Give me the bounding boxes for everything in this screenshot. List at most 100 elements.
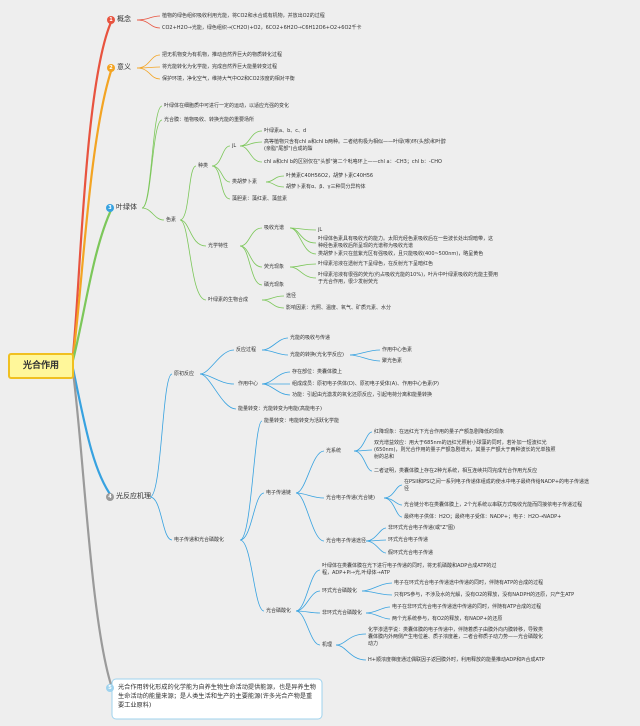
n3-link	[141, 105, 163, 209]
chemiosmotic-2: 囊体膜内外两侧产生电位差、质子浓度差，二者合称质子动力势——光合磷酸化	[368, 634, 544, 640]
chemiosmotic-1: 化学渗透学说：类囊体膜的电子传递中，伴随着质子由膜外向内膜转移，导致类	[368, 627, 544, 633]
n3-link	[261, 295, 285, 301]
node-jl: jL	[232, 143, 237, 149]
chlorophyll-difference: chl a和chl b的区别仅在"头部"第二个吡咯环上——chl a：-CH3；…	[264, 159, 442, 165]
n4-link	[349, 349, 381, 356]
energy-change-2: 能量转变：电能转变为活跃化学能	[264, 418, 340, 424]
chain-donor-acceptor: 最终电子供体：H2O；最终电子受体：NADP+；电子：H2O→NADP+	[404, 514, 562, 520]
branch-5-line	[70, 362, 114, 690]
absorption-description: 叶绿体色素具有吸收光的能力。太阳光经色素吸收后在一些波长处出现暗带，这	[318, 236, 494, 242]
n4-link	[199, 373, 237, 410]
node-carotenoids: 类胡萝卜素	[232, 179, 258, 185]
noncyclic-phos-2: 两个光系统参与，有O2的释放，有NADP+的还原	[392, 616, 503, 622]
n4-link	[335, 633, 367, 646]
n4-link	[353, 450, 373, 472]
n4-link	[199, 373, 235, 385]
chlorophyll-structure: 高等植物只含有chl a和chl b两种。二者结构极为相似——叶绿(啉)环(头部…	[264, 139, 446, 145]
n3-link	[179, 219, 207, 247]
n4-link	[261, 337, 289, 351]
node-reaction-process: 反应过程	[236, 347, 257, 353]
branch-3-line	[70, 206, 114, 366]
n3-link	[211, 165, 231, 183]
n1-link	[136, 19, 161, 29]
chemiosmotic-3: 动力	[368, 641, 379, 647]
node-biosynthesis: 叶绿素的生物合成	[208, 297, 249, 303]
node-pigment: 色素	[166, 217, 177, 223]
node-electron-chain: 电子传递链	[266, 490, 292, 496]
biosynthesis-factors: 影响因素：光照、温度、氧气、矿质元素、水分	[286, 305, 392, 311]
chain-definition: 在PSII和PSI之间一系列电子传递体组成的使水中电子最终传给NADP+的电子传…	[404, 479, 590, 485]
chain-distribution: 光合链分布在类囊体膜上，2个光系统以串联方式吸收光能而同接依电子传递过程	[404, 502, 583, 508]
n4-link	[295, 492, 325, 499]
concept-definition: 植物的绿色组织吸收利用光能，将CO2和水合成有机物，并放出O2的过程	[162, 13, 325, 19]
significance-1: 把无机物变为有机物，推动自然界巨大的物质转化过程	[162, 52, 283, 58]
n3-link	[239, 227, 263, 247]
cyclic-phos-2: 只有PS参与，不涉及水的光解，没有O2的释放，没有NADPH的还原，只产生ATP	[394, 592, 575, 598]
n4-link	[383, 497, 403, 518]
chlorophyll-structure-cont: (亲脂"尾部")合成的酯	[264, 146, 313, 152]
node-types: 种类	[198, 163, 209, 169]
light-absorption: 光能的吸收与传递	[290, 335, 331, 341]
n3-link	[141, 119, 163, 209]
n4-link	[239, 539, 265, 612]
noncyclic-transport: 非环式光合电子传递(或"Z"图)	[388, 525, 455, 531]
node-cyclic-phosphorylation: 环式光合磷酸化	[322, 588, 358, 594]
n4-link	[353, 431, 373, 452]
n3-link	[141, 207, 165, 221]
center-members: 组成成员：原初电子供体(D)、原初电子受体(A)、作用中心色素(P)	[292, 381, 439, 387]
n1-link	[136, 15, 161, 21]
pseudocyclic-transport: 假环式光合电子传递	[388, 550, 434, 556]
chloroplast-movement: 叶绿体在细胞质中可进行一定的运动，以适应光强的变化	[164, 103, 290, 109]
n3-link	[239, 245, 263, 268]
n4-link	[295, 450, 325, 494]
noncyclic-phos-1: 电子在非环式光合电子传递途中传递的同时，伴随有ATP合成的过程	[392, 604, 542, 610]
photosynthetic-membrane: 光合膜：植物吸收、转换光能的重要场所	[164, 117, 255, 123]
absorption-jl: jL	[318, 227, 323, 233]
emerson-effect-2: (650nm)，则光合作用的量子产额急剧增大，其量子产额大于两种波长的光单独照	[374, 447, 556, 453]
n4-link	[149, 373, 173, 498]
node-reaction-center: 作用中心	[238, 381, 259, 387]
node-phosphorescence: 磷光现象	[264, 282, 285, 288]
chain-definition-2: 径	[404, 486, 410, 492]
n4-link	[295, 590, 321, 612]
n3-link	[211, 165, 231, 200]
light-conversion: 光能的转换(光化学反应)	[290, 352, 344, 358]
n4-link	[361, 590, 393, 596]
significance-3: 保护环境，净化空气，维持大气中O2和CO2浓度的相对平衡	[162, 76, 295, 82]
reaction-center-pigment: 作用中心色素	[382, 347, 413, 353]
node-light-reaction: 光反应机理	[116, 492, 151, 500]
carotene-isomers: 胡萝卜素有α、β、γ三种同分异构体	[286, 184, 366, 190]
node-optical-properties: 光学特性	[208, 243, 229, 249]
badge-3: 3	[106, 204, 114, 212]
n4-link	[365, 612, 391, 620]
phosphorylation-definition-2: 程，ADP+Pi→光,叶绿体→ATP	[322, 570, 390, 576]
two-photosystems: 二者证明，类囊体膜上存在2种光系统，相互连续共同完成光合作用光反应	[374, 468, 538, 474]
n4-link	[335, 644, 367, 661]
n3-link	[265, 175, 285, 183]
n4-link	[261, 349, 289, 356]
branch-4-line	[70, 362, 114, 499]
concept-equation: CO2+H2O→光能，绿色组织→(CH2O)+O2，6CO2+6H2O→C6H1…	[162, 25, 362, 31]
node-concept: 概念	[117, 15, 131, 23]
node-photophosphorylation: 光合磷酸化	[266, 608, 292, 614]
summary-box	[111, 678, 323, 720]
n4-link	[349, 354, 381, 362]
cyclic-transport: 环式光合电子传递	[388, 537, 429, 543]
n3-link	[261, 299, 285, 309]
atp-synthesis: H+顺浓度梯度通过偶联因子返回膜外时，利用释放的能量推动ADP和Pi合成ATP	[368, 657, 545, 663]
n4-link	[149, 496, 173, 541]
node-significance: 意义	[117, 63, 131, 71]
n4-link	[199, 349, 235, 375]
fluorescence-strength: 叶绿素溶液有很强的荧光(约占吸收光能的10%)，叶片中叶绿素吸收的光能主要用	[318, 272, 499, 278]
center-function: 功能：引起由光激发的氧化还原反应，引起电荷分离和能量转换	[292, 392, 433, 398]
node-electron-transport: 电子传递和光合磷酸化	[174, 537, 225, 543]
n3-link	[179, 165, 197, 221]
n4-link	[295, 610, 321, 646]
n3-link	[211, 145, 231, 167]
node-primary-reaction: 原初反应	[174, 371, 195, 377]
branch-2-line	[70, 66, 114, 366]
chlorophyll-types: 叶绿素a、b、c、d	[264, 128, 307, 134]
n4-link	[365, 540, 387, 554]
node-photosystem: 光系统	[326, 448, 342, 454]
n4-link	[365, 606, 391, 614]
